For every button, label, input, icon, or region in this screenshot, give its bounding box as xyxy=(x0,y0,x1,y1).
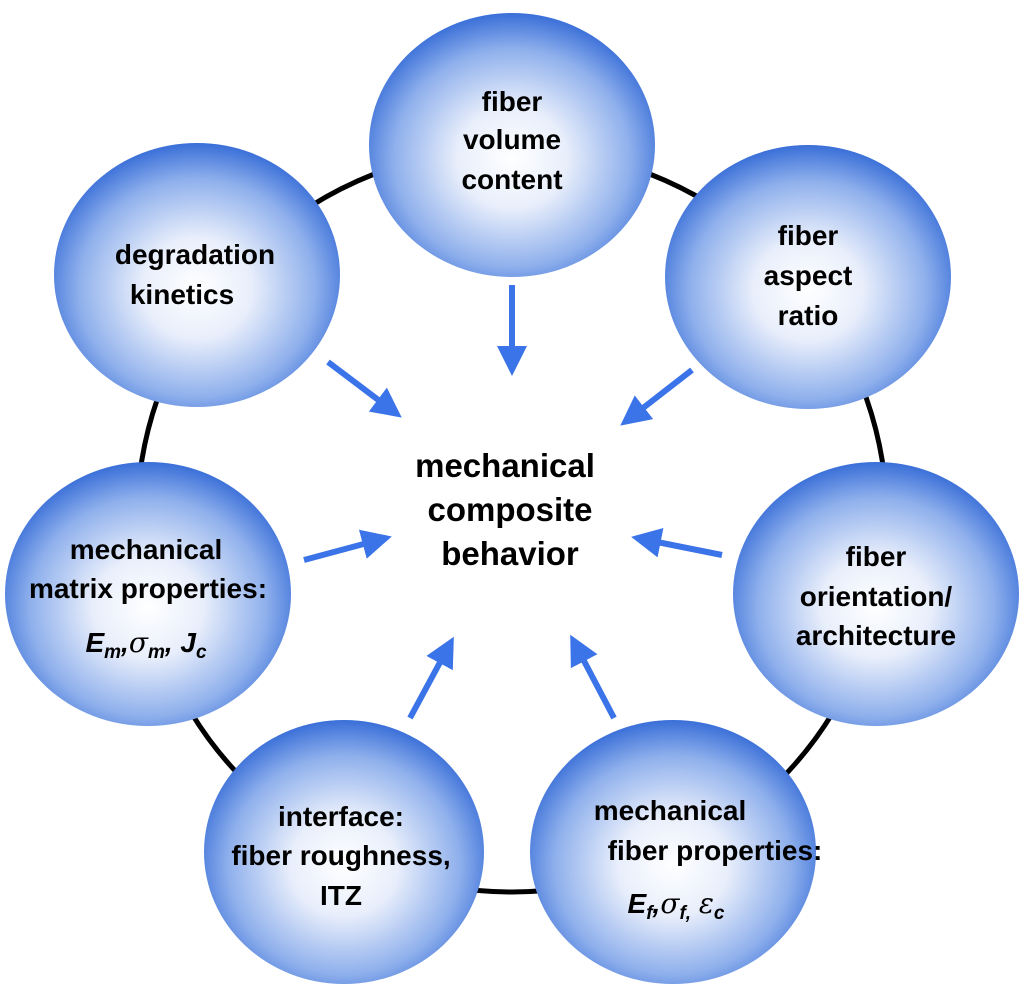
svg-text:fiber properties:: fiber properties: xyxy=(608,835,823,866)
svg-text:behavior: behavior xyxy=(441,535,579,572)
svg-text:aspect: aspect xyxy=(764,260,853,291)
svg-text:fiber roughness,: fiber roughness, xyxy=(231,840,450,871)
fiber-props-formula: Ef,σf, εc xyxy=(628,887,725,924)
svg-text:interface:: interface: xyxy=(278,801,404,832)
center-line: mechanical xyxy=(415,447,595,484)
node-label: fiber properties: xyxy=(608,835,823,866)
center-label: mechanical composite behavior xyxy=(415,447,595,572)
center-line: composite xyxy=(427,491,592,528)
arrow-from-aspect xyxy=(620,367,694,426)
node-label: fiber xyxy=(846,541,907,572)
svg-text:fiber: fiber xyxy=(482,86,543,117)
node-label: aspect xyxy=(764,260,853,291)
node-label: matrix properties: xyxy=(29,573,267,604)
node-label: fiber roughness, xyxy=(231,840,450,871)
node-label: architecture xyxy=(796,620,956,651)
node-fiber-props: mechanical fiber properties: Ef,σf, εc xyxy=(530,720,822,984)
svg-text:volume: volume xyxy=(463,124,561,155)
node-label: interface: xyxy=(278,801,404,832)
svg-text:architecture: architecture xyxy=(796,620,956,651)
matrix-props-formula: Em,σm, Jc xyxy=(85,626,207,663)
node-label: fiber xyxy=(778,220,839,251)
arrow-from-fiber-props xyxy=(570,634,617,720)
arrow-from-interface xyxy=(407,636,454,720)
center-line: behavior xyxy=(441,535,579,572)
node-label: volume xyxy=(463,124,561,155)
node-label: kinetics xyxy=(130,279,234,310)
svg-text:fiber: fiber xyxy=(846,541,907,572)
svg-text:content: content xyxy=(461,164,562,195)
node-label: fiber xyxy=(482,86,543,117)
svg-text:matrix properties:: matrix properties: xyxy=(29,573,267,604)
arrow-from-matrix-props xyxy=(303,529,392,563)
node-label: mechanical xyxy=(70,534,223,565)
svg-text:degradation: degradation xyxy=(115,239,275,270)
node-label: degradation xyxy=(115,239,275,270)
node-degradation: degradation kinetics xyxy=(54,143,340,407)
svg-text:mechanical: mechanical xyxy=(594,795,747,826)
svg-text:mechanical: mechanical xyxy=(70,534,223,565)
svg-text:ITZ: ITZ xyxy=(320,880,362,911)
arrow-from-degradation xyxy=(326,359,402,418)
svg-text:mechanical: mechanical xyxy=(415,447,595,484)
arrows xyxy=(303,285,723,720)
node-label: orientation/ xyxy=(800,581,953,612)
svg-text:fiber: fiber xyxy=(778,220,839,251)
arrow-from-orientation xyxy=(631,527,723,558)
node-volume: fiber volume content xyxy=(369,13,655,277)
node-matrix-props: mechanical matrix properties: Em,σm, Jc xyxy=(5,462,291,726)
svg-text:ratio: ratio xyxy=(778,300,839,331)
svg-text:orientation/: orientation/ xyxy=(800,581,953,612)
node-interface: interface: fiber roughness, ITZ xyxy=(204,720,484,984)
node-label: ITZ xyxy=(320,880,362,911)
node-label: ratio xyxy=(778,300,839,331)
node-label: mechanical xyxy=(594,795,747,826)
node-orientation: fiber orientation/ architecture xyxy=(733,462,1019,726)
node-label: content xyxy=(461,164,562,195)
node-aspect: fiber aspect ratio xyxy=(665,145,951,409)
svg-text:composite: composite xyxy=(427,491,592,528)
svg-text:kinetics: kinetics xyxy=(130,279,234,310)
